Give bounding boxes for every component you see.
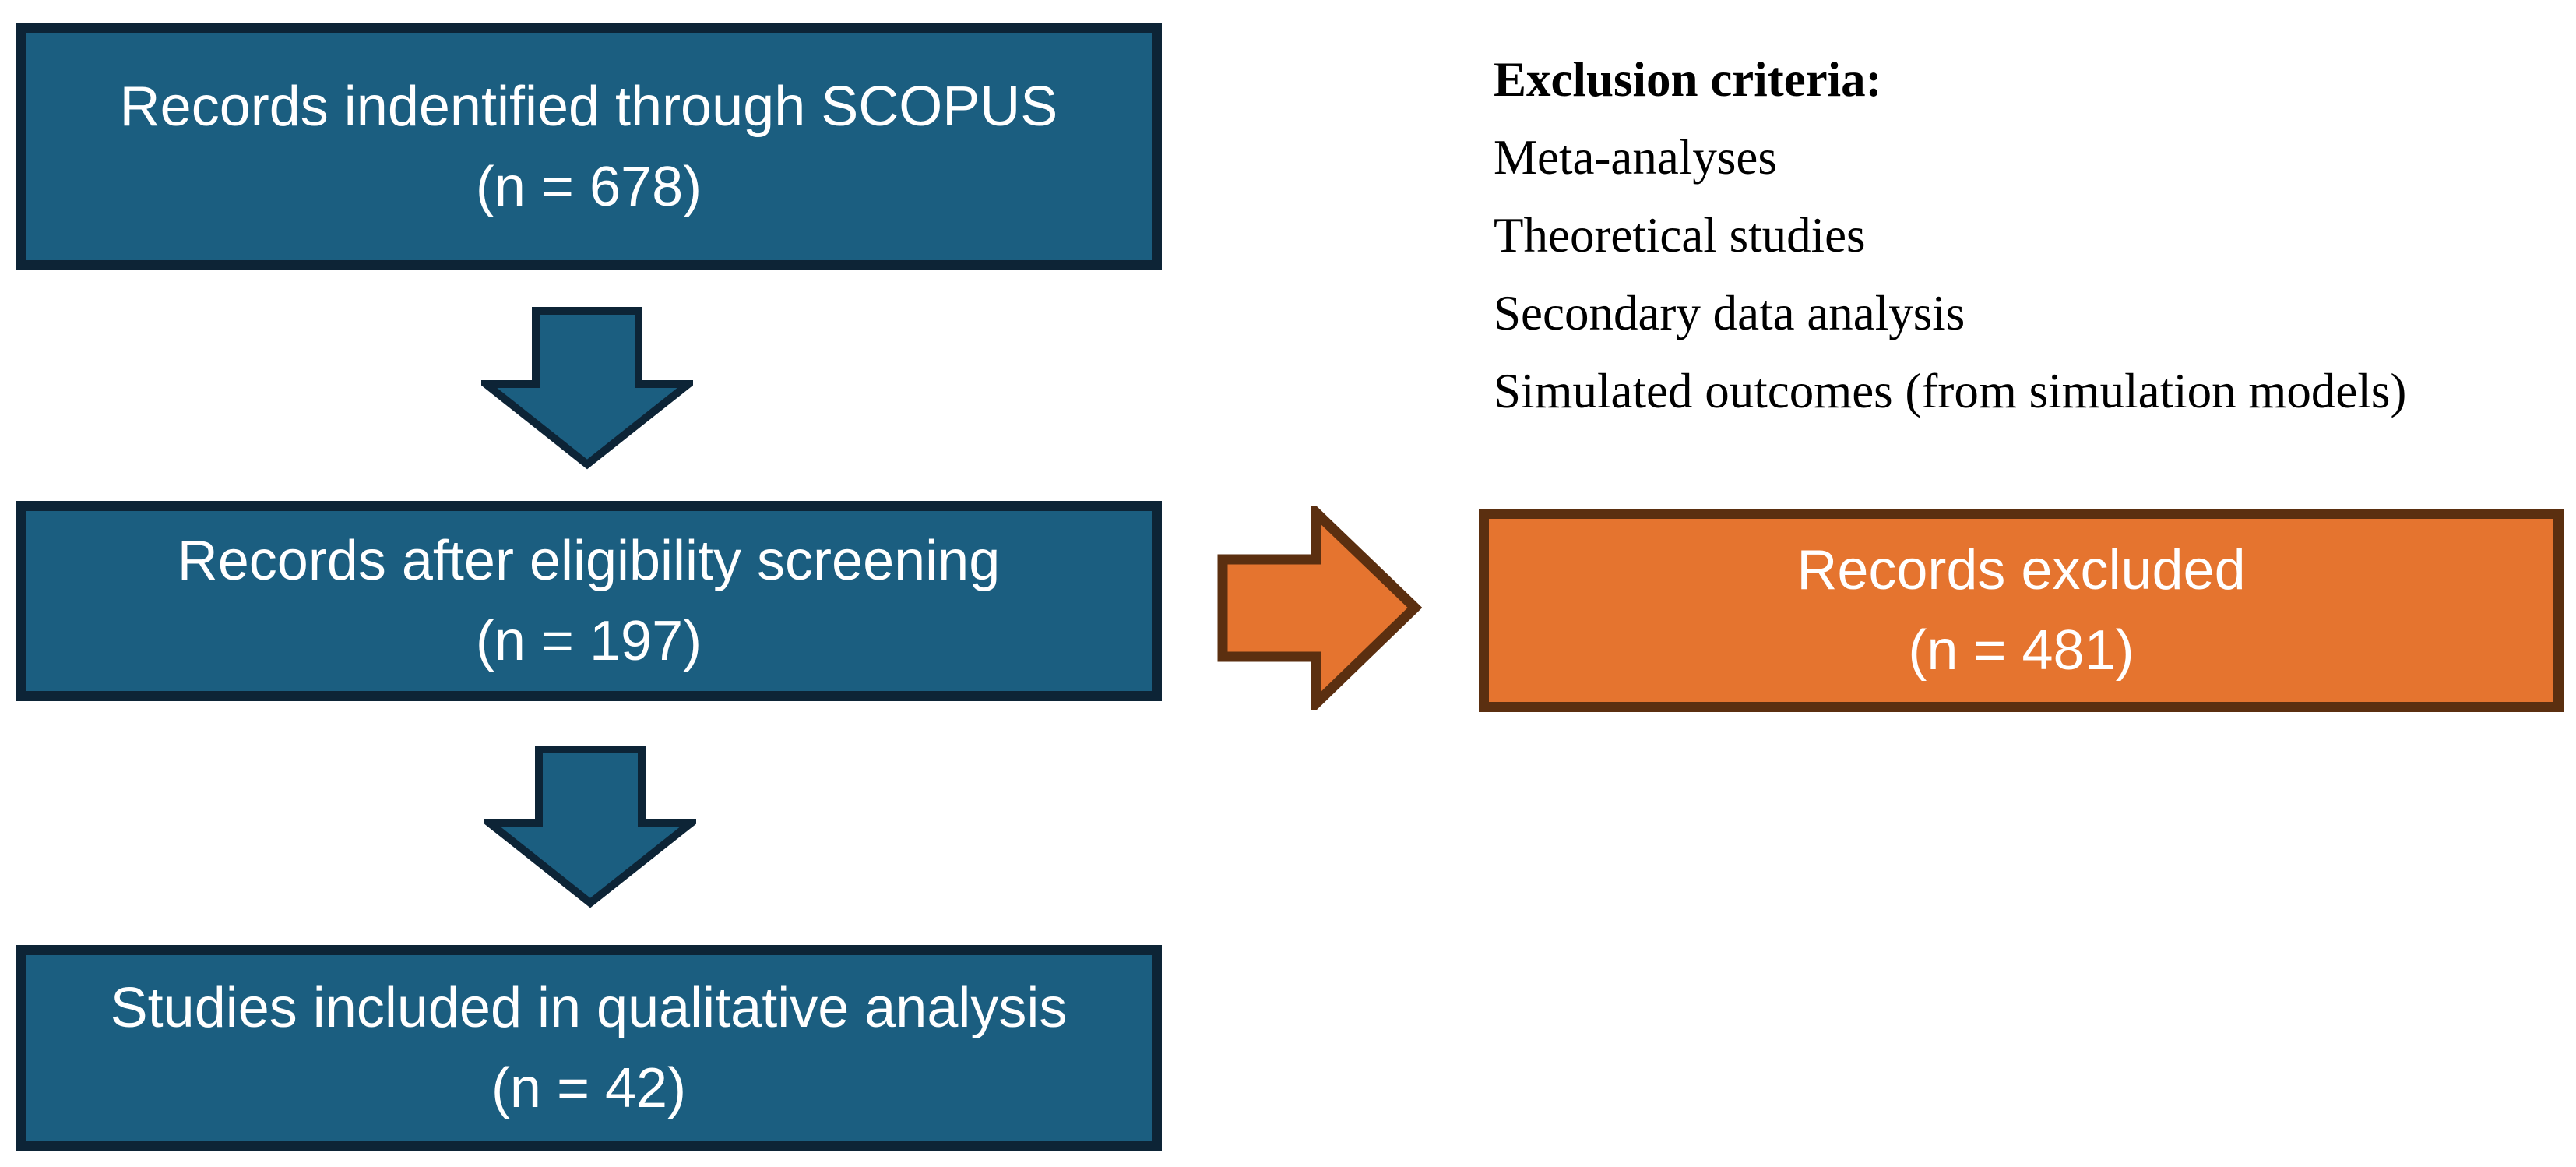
flow-box-qualitative-analysis: Studies included in qualitative analysis… xyxy=(16,945,1162,1151)
flow-box-count: (n = 481) xyxy=(1908,619,2134,682)
exclusion-criteria-item: Simulated outcomes (from simulation mode… xyxy=(1494,364,2407,418)
down-arrow-icon xyxy=(481,307,693,470)
flow-box-eligibility-screening: Records after eligibility screening (n =… xyxy=(16,501,1162,701)
exclusion-criteria-item: Meta-analyses xyxy=(1494,130,1777,185)
flow-box-label: Records after eligibility screening xyxy=(177,529,1001,592)
flow-box-label: Records excluded xyxy=(1797,538,2246,601)
exclusion-criteria-title: Exclusion criteria: xyxy=(1494,52,1882,107)
right-arrow-icon xyxy=(1217,506,1422,710)
flow-box-label: Records indentified through SCOPUS xyxy=(119,75,1058,138)
flow-box-count: (n = 678) xyxy=(475,155,702,218)
flow-box-records-excluded: Records excluded (n = 481) xyxy=(1479,509,2564,712)
flow-box-label: Studies included in qualitative analysis xyxy=(110,976,1068,1039)
exclusion-criteria-list: Exclusion criteria: Meta-analyses Theore… xyxy=(1494,41,2406,430)
flow-box-records-identified: Records indentified through SCOPUS (n = … xyxy=(16,23,1162,270)
down-arrow-icon xyxy=(484,746,696,908)
exclusion-criteria-item: Theoretical studies xyxy=(1494,208,1866,263)
exclusion-criteria-item: Secondary data analysis xyxy=(1494,286,1965,340)
flow-box-count: (n = 42) xyxy=(491,1056,687,1119)
flow-box-count: (n = 197) xyxy=(475,609,702,672)
